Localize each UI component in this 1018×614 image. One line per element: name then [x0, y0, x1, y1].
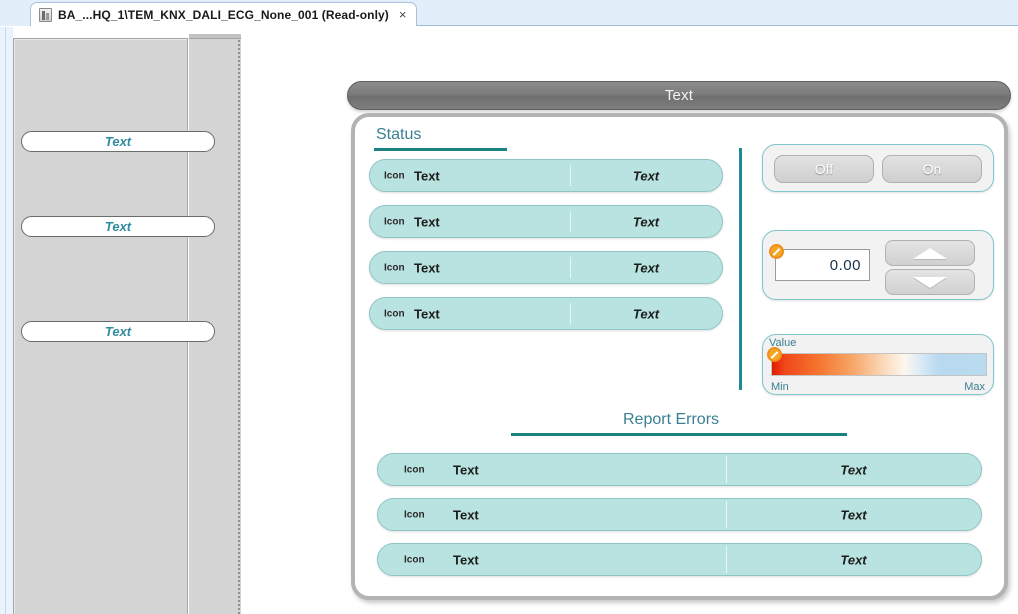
- gradient-min-label: Min: [771, 381, 789, 393]
- row-value: Text: [840, 462, 867, 477]
- row-divider: [570, 257, 571, 278]
- spinner-caption-text: Text: [104, 219, 132, 234]
- row-divider: [570, 303, 571, 324]
- status-row[interactable]: Icon Text Text: [369, 251, 723, 284]
- widget-title: Text: [664, 87, 694, 104]
- secondary-panel-top-edge: [189, 34, 241, 39]
- row-value: Text: [632, 214, 660, 229]
- row-value: Text: [840, 507, 867, 522]
- no-entry-icon[interactable]: [767, 347, 782, 362]
- spinner-value-field[interactable]: 0.00: [775, 249, 870, 281]
- row-icon-label: Icon: [384, 308, 405, 319]
- row-value: Text: [632, 168, 660, 183]
- gradient-value-label: Value: [769, 337, 797, 349]
- row-divider: [570, 211, 571, 232]
- errors-section-rule: [511, 433, 847, 436]
- tab-strip-left-edge: [0, 0, 32, 26]
- tab-active-document[interactable]: BA_...HQ_1\TEM_KNX_DALI_ECG_None_001 (Re…: [30, 2, 418, 26]
- status-section-heading: Status: [376, 126, 422, 143]
- spinner-increment-button[interactable]: [885, 240, 975, 266]
- triangle-up-icon: [913, 247, 947, 259]
- onoff-caption-text: Text: [104, 134, 132, 149]
- spinner-panel-caption: Text: [21, 216, 215, 237]
- row-label: Text: [453, 552, 479, 567]
- error-row[interactable]: Icon Text Text: [377, 543, 982, 576]
- tab-strip: BA_...HQ_1\TEM_KNX_DALI_ECG_None_001 (Re…: [0, 0, 1018, 26]
- row-value: Text: [632, 306, 660, 321]
- document-icon: [39, 7, 52, 22]
- off-button[interactable]: Off: [774, 155, 874, 183]
- error-row[interactable]: Icon Text Text: [377, 498, 982, 531]
- status-row[interactable]: Icon Text Text: [369, 297, 723, 330]
- row-icon-label: Icon: [384, 216, 405, 227]
- row-divider: [726, 456, 727, 483]
- gradient-bar[interactable]: [771, 353, 987, 376]
- triangle-down-icon: [913, 276, 947, 288]
- error-row[interactable]: Icon Text Text: [377, 453, 982, 486]
- row-label: Text: [414, 306, 440, 321]
- tab-label: BA_...HQ_1\TEM_KNX_DALI_ECG_None_001 (Re…: [58, 7, 389, 22]
- no-entry-icon: [769, 244, 784, 259]
- row-label: Text: [414, 260, 440, 275]
- section-divider: [739, 148, 742, 390]
- row-icon-label: Icon: [384, 262, 405, 273]
- widget-title-bar: Text: [347, 81, 1011, 110]
- window-left-gutter: [0, 27, 13, 614]
- onoff-control-panel: Off On: [762, 144, 994, 192]
- spinner-value: 0.00: [829, 256, 861, 274]
- close-icon[interactable]: ×: [398, 7, 407, 22]
- on-button[interactable]: On: [882, 155, 982, 183]
- panel-splitter[interactable]: [238, 40, 240, 614]
- row-divider: [726, 546, 727, 573]
- row-value: Text: [632, 260, 660, 275]
- errors-section-heading: Report Errors: [623, 411, 720, 428]
- row-icon-label: Icon: [404, 554, 425, 565]
- status-row[interactable]: Icon Text Text: [369, 159, 723, 192]
- gradient-panel-caption: Text: [21, 321, 215, 342]
- row-divider: [726, 501, 727, 528]
- row-divider: [570, 165, 571, 186]
- gradient-max-label: Max: [964, 381, 985, 393]
- status-section-rule: [374, 148, 507, 151]
- status-row[interactable]: Icon Text Text: [369, 205, 723, 238]
- gradient-control-panel: Value Min Max: [762, 334, 994, 395]
- row-label: Text: [414, 214, 440, 229]
- row-label: Text: [453, 507, 479, 522]
- onoff-panel-caption: Text: [21, 131, 215, 152]
- row-icon-label: Icon: [404, 464, 425, 475]
- row-label: Text: [414, 168, 440, 183]
- row-value: Text: [840, 552, 867, 567]
- row-icon-label: Icon: [384, 170, 405, 181]
- spinner-control-panel: 0.00: [762, 230, 994, 300]
- spinner-decrement-button[interactable]: [885, 269, 975, 295]
- window-left-gutter-line: [5, 27, 6, 614]
- gradient-caption-text: Text: [104, 324, 132, 339]
- row-icon-label: Icon: [404, 509, 425, 520]
- row-label: Text: [453, 462, 479, 477]
